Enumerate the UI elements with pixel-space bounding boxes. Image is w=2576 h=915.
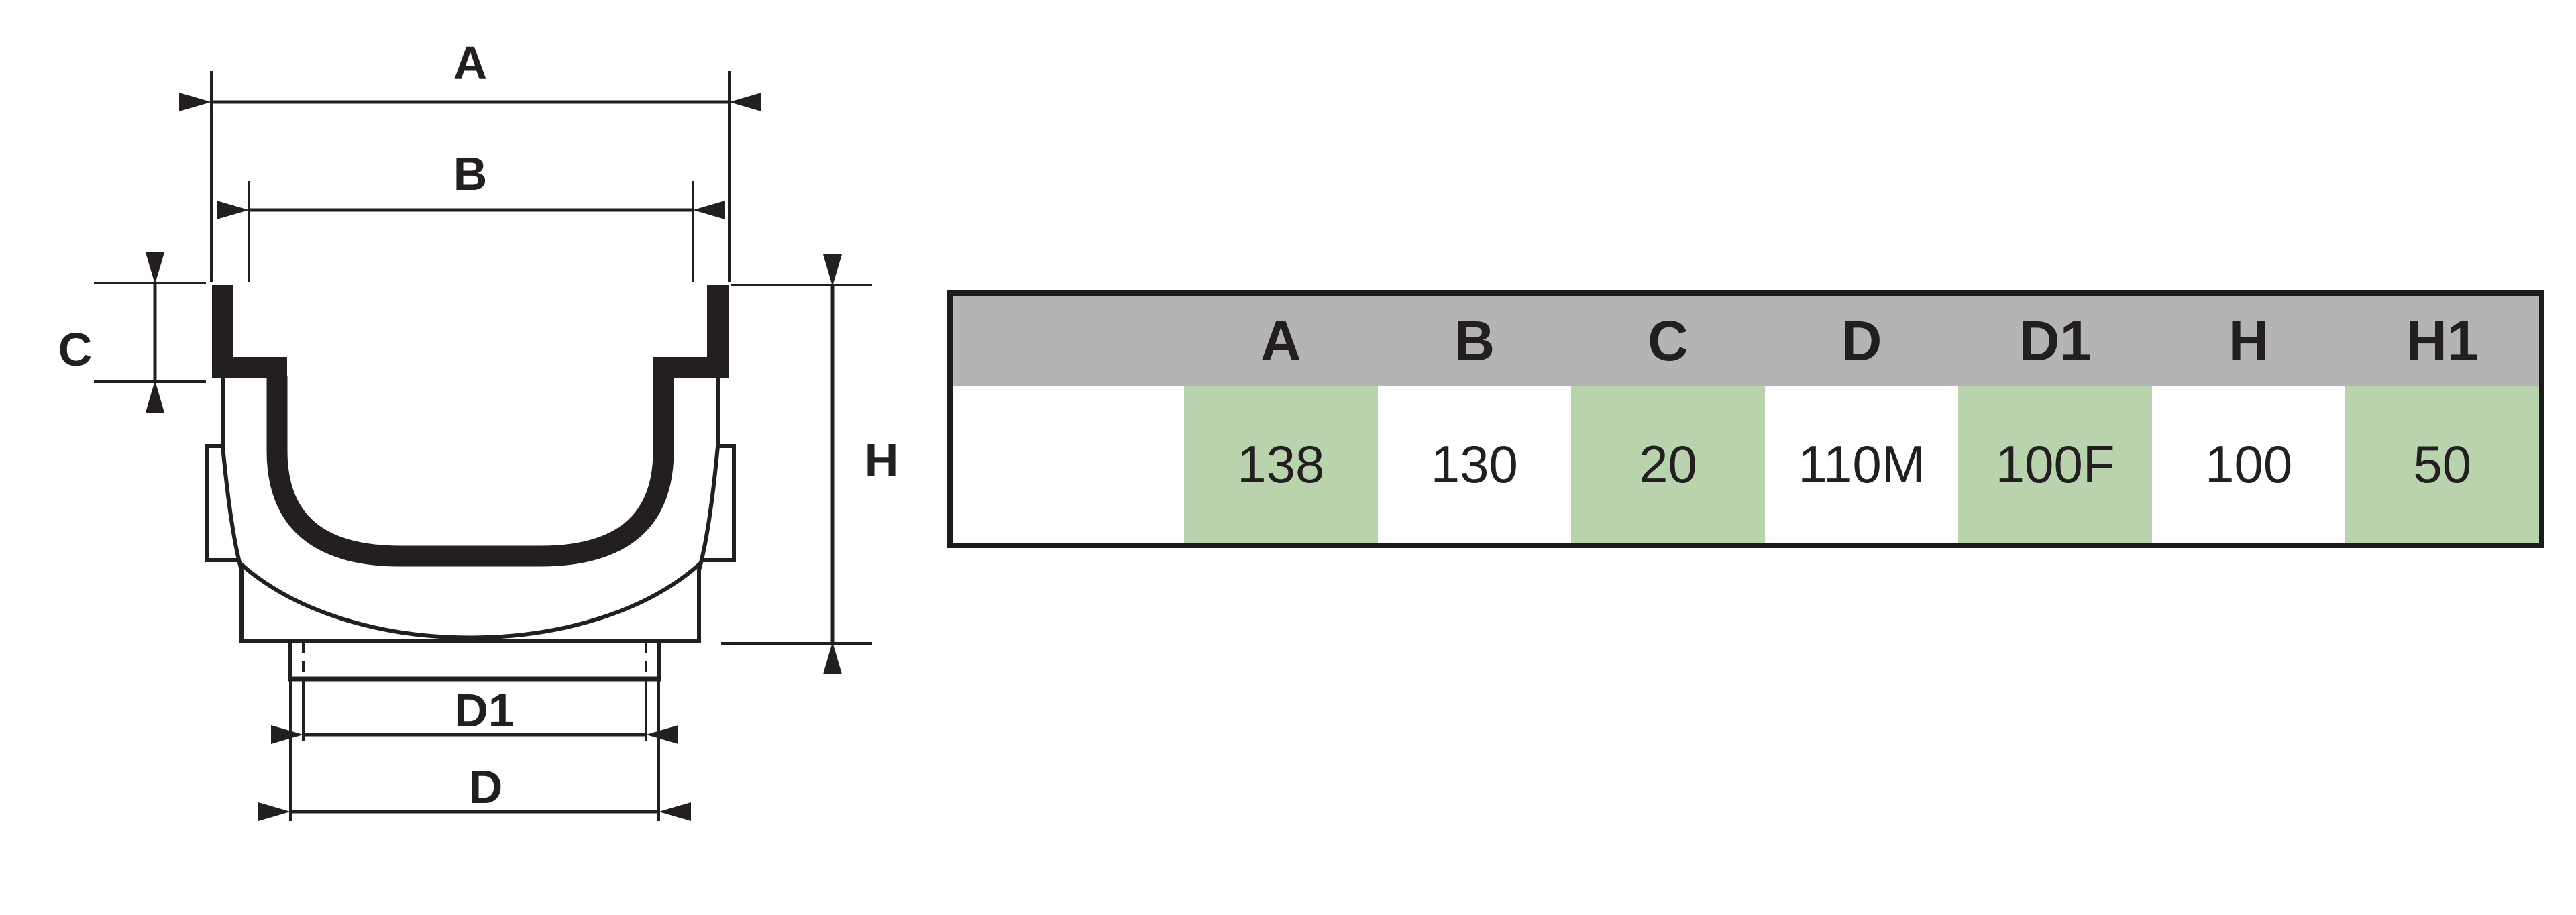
table-cell-a-value: 138 — [1184, 386, 1378, 543]
table-cell-c-value: 20 — [1571, 386, 1765, 543]
table-header-cell-d1: D1 — [1958, 296, 2152, 386]
dim-label-d1: D1 — [454, 684, 514, 737]
dim-label-c: C — [58, 323, 93, 376]
table-header-cell-a: A — [1184, 296, 1378, 386]
body-wall-left — [221, 378, 244, 641]
table-column-b: B 130 — [1377, 296, 1572, 543]
dim-label-h: H — [865, 434, 899, 486]
table-header-cell-blank — [953, 296, 1184, 386]
channel-liner — [266, 376, 674, 567]
table-column-h1: H1 50 — [2345, 296, 2540, 543]
table-column-a: A 138 — [1184, 296, 1378, 543]
dim-label-d: D — [469, 761, 503, 813]
table-cell-b-value: 130 — [1377, 386, 1572, 543]
body-wall-right — [697, 378, 720, 641]
table-cell-h-value: 100 — [2151, 386, 2346, 543]
table-header-cell-h: H — [2151, 296, 2346, 386]
edge-rail-right — [653, 285, 729, 378]
table-cell-h1-value: 50 — [2345, 386, 2540, 543]
side-tab-left — [205, 444, 239, 562]
table-column-name — [953, 296, 1184, 543]
table-header-cell-b: B — [1377, 296, 1572, 386]
table-cell-d1-value: 100F — [1958, 386, 2152, 543]
dim-label-b: B — [453, 148, 488, 200]
body-inner-curve — [237, 560, 704, 640]
table-column-d1: D1 100F — [1958, 296, 2152, 543]
side-tab-right — [702, 444, 736, 562]
table-header-cell-h1: H1 — [2345, 296, 2540, 386]
table-column-h: H 100 — [2151, 296, 2346, 543]
spec-table: A 138 B 130 C 20 D 110M D1 100F H 100 H1… — [947, 290, 2544, 548]
table-column-d: D 110M — [1764, 296, 1959, 543]
table-header-cell-c: C — [1571, 296, 1765, 386]
dim-label-a: A — [453, 37, 488, 89]
table-cell-d-value: 110M — [1764, 386, 1959, 543]
table-cell-blank — [953, 386, 1184, 543]
table-header-cell-d: D — [1764, 296, 1959, 386]
channel-cross-section-diagram: A B C H D1 D — [58, 37, 899, 821]
table-column-c: C 20 — [1571, 296, 1765, 543]
edge-rail-left — [212, 285, 287, 378]
